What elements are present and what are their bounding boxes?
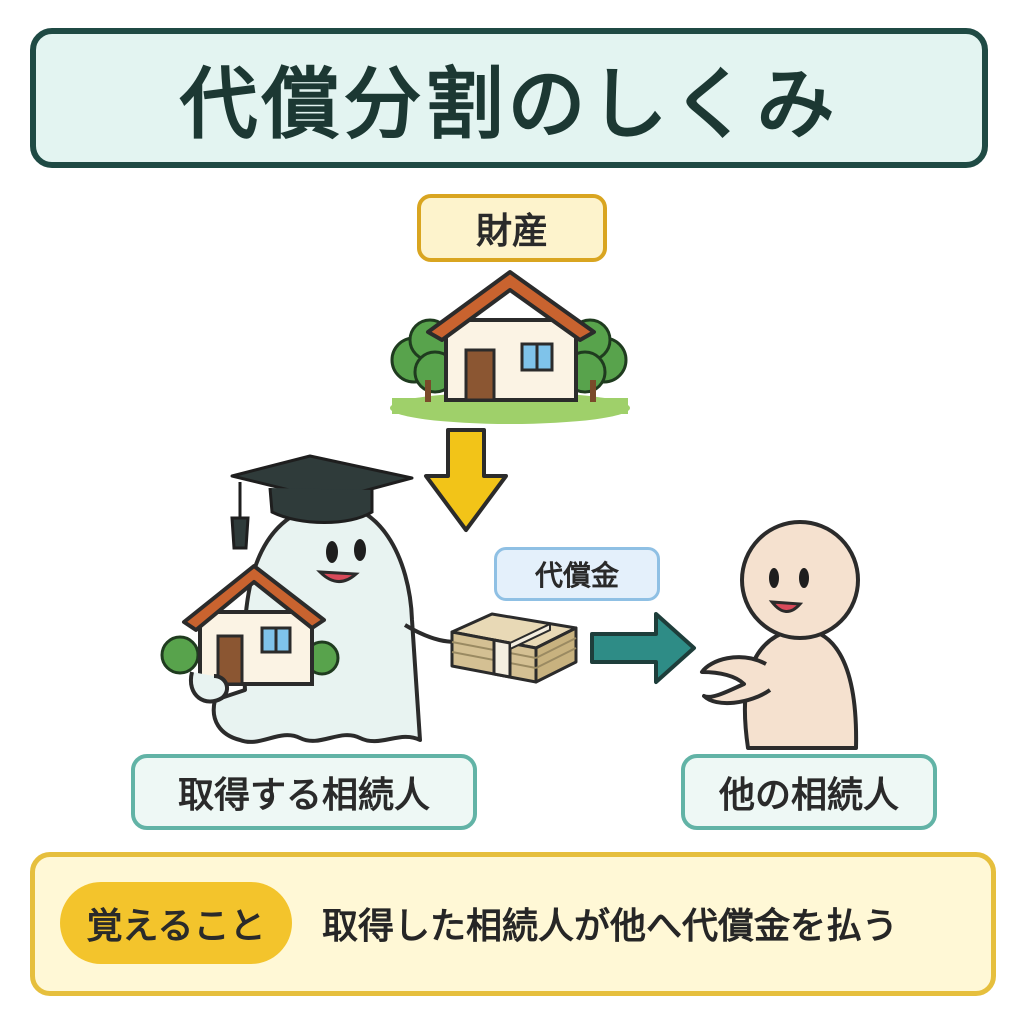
compensation-label: 代償金: [494, 547, 660, 601]
house-icon: [160, 564, 340, 704]
asset-label: 財産: [417, 194, 607, 262]
memo-text: 取得した相続人が他へ代償金を払う: [322, 906, 899, 947]
memo-badge: 覚えること: [60, 882, 292, 964]
other-heir-label: 他の相続人: [681, 754, 937, 830]
money-bundle-icon: [450, 612, 578, 684]
house-icon: [390, 270, 630, 424]
acquiring-heir-label: 取得する相続人: [131, 754, 477, 830]
down-arrow-icon: [424, 428, 508, 532]
title-banner: 代償分割のしくみ: [30, 28, 988, 168]
person-icon: [700, 520, 860, 750]
page-title: 代償分割のしくみ: [179, 60, 839, 150]
right-arrow-icon: [590, 612, 696, 684]
graduation-cap-icon: [230, 454, 414, 550]
